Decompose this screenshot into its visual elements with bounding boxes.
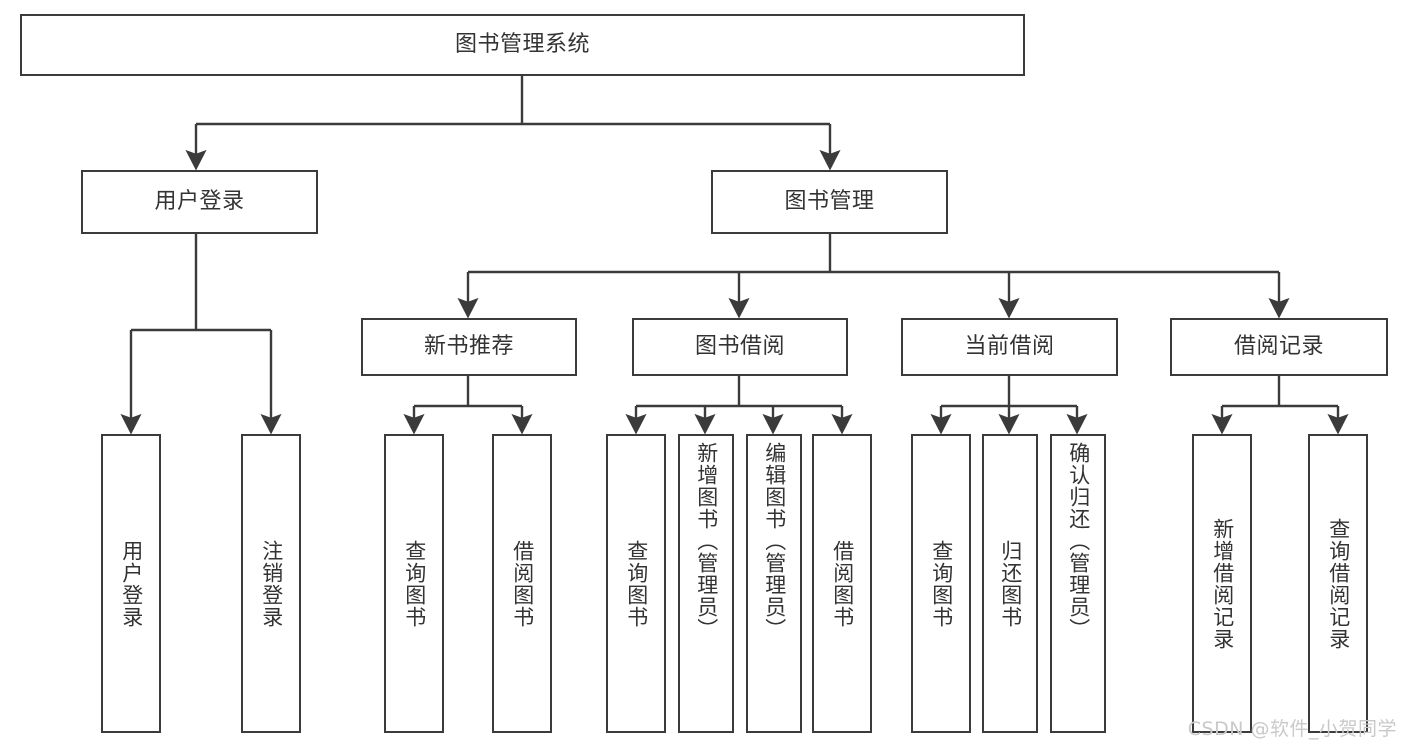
node-label: 图书管理系统 — [454, 32, 590, 58]
node-label: 图书管理 — [784, 189, 875, 215]
leaf-borrow-record-add-record[interactable]: 新增借阅记录 — [1192, 434, 1252, 733]
node-root-book-management-system[interactable]: 图书管理系统 — [20, 14, 1025, 76]
leaf-user-login-logout[interactable]: 注销登录 — [241, 434, 301, 733]
node-label: 查询图书 — [624, 539, 649, 628]
node-label: 用户登录 — [119, 539, 144, 628]
node-label: 借阅图书 — [510, 539, 535, 628]
node-label: 用户登录 — [154, 189, 245, 215]
node-new-book-recommend[interactable]: 新书推荐 — [361, 318, 577, 376]
leaf-current-borrow-return-book[interactable]: 归还图书 — [982, 434, 1038, 733]
node-current-borrow[interactable]: 当前借阅 — [901, 318, 1118, 376]
leaf-current-borrow-confirm-return-admin[interactable]: 确认归还（管理员） — [1050, 434, 1106, 733]
node-user-login[interactable]: 用户登录 — [81, 170, 318, 234]
node-label: 新增图书（管理员） — [694, 442, 719, 640]
node-label: 查询图书 — [402, 539, 427, 628]
node-label: 查询借阅记录 — [1326, 517, 1351, 650]
node-label: 查询图书 — [929, 539, 954, 628]
leaf-book-borrow-add-book-admin[interactable]: 新增图书（管理员） — [678, 434, 734, 733]
leaf-book-borrow-query-book[interactable]: 查询图书 — [606, 434, 666, 733]
node-label: 归还图书 — [998, 539, 1023, 628]
node-borrow-record[interactable]: 借阅记录 — [1170, 318, 1388, 376]
node-label: 编辑图书（管理员） — [762, 442, 787, 640]
node-label: 注销登录 — [259, 539, 284, 628]
node-label: 新书推荐 — [423, 334, 514, 360]
node-book-management[interactable]: 图书管理 — [711, 170, 948, 234]
leaf-book-borrow-edit-book-admin[interactable]: 编辑图书（管理员） — [746, 434, 802, 733]
node-label: 图书借阅 — [694, 334, 785, 360]
leaf-current-borrow-query-book[interactable]: 查询图书 — [911, 434, 971, 733]
leaf-new-book-query-book[interactable]: 查询图书 — [384, 434, 444, 733]
watermark-text: CSDN @软件_小贺同学 — [1187, 718, 1397, 740]
node-label: 当前借阅 — [964, 334, 1055, 360]
leaf-user-login-login[interactable]: 用户登录 — [101, 434, 161, 733]
leaf-new-book-borrow-book[interactable]: 借阅图书 — [492, 434, 552, 733]
node-book-borrow[interactable]: 图书借阅 — [632, 318, 848, 376]
node-label: 确认归还（管理员） — [1066, 442, 1091, 640]
leaf-borrow-record-query-record[interactable]: 查询借阅记录 — [1308, 434, 1368, 733]
leaf-book-borrow-borrow-book[interactable]: 借阅图书 — [812, 434, 872, 733]
node-label: 新增借阅记录 — [1210, 517, 1235, 650]
node-label: 借阅记录 — [1233, 334, 1324, 360]
node-label: 借阅图书 — [830, 539, 855, 628]
